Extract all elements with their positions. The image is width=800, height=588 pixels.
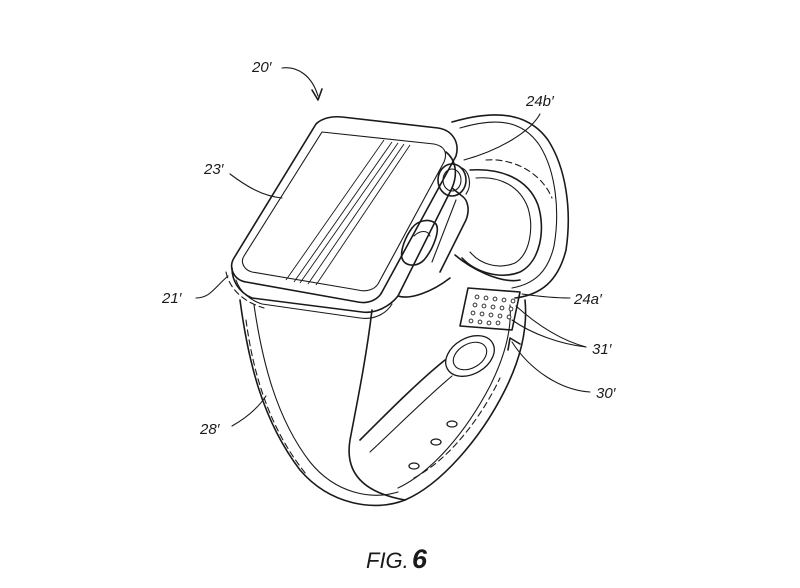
caption-prefix: FIG. xyxy=(366,548,409,573)
label-pattern: 31′ xyxy=(592,341,613,358)
label-display: 23′ xyxy=(203,161,225,178)
watch-housing xyxy=(225,151,469,319)
label-band: 28′ xyxy=(199,421,221,438)
back-band xyxy=(451,114,570,299)
caption-number: 6 xyxy=(412,544,428,574)
figure-caption: FIG. 6 xyxy=(366,544,428,574)
label-region: 30′ xyxy=(596,385,617,402)
front-band xyxy=(239,299,527,507)
reference-labels: 20′ 23′ 24b′ 21′ 24a′ 31′ 30′ 28′ xyxy=(161,59,617,438)
label-housing: 21′ xyxy=(161,290,183,307)
dot-array xyxy=(468,294,516,326)
band-holes xyxy=(408,335,495,470)
sensor-region xyxy=(459,287,521,331)
label-device: 20′ xyxy=(251,59,273,76)
label-crown: 24b′ xyxy=(525,93,555,110)
display xyxy=(230,115,458,304)
crown xyxy=(437,163,471,197)
leader-lines xyxy=(195,67,591,427)
label-sensor: 24a′ xyxy=(573,291,603,308)
